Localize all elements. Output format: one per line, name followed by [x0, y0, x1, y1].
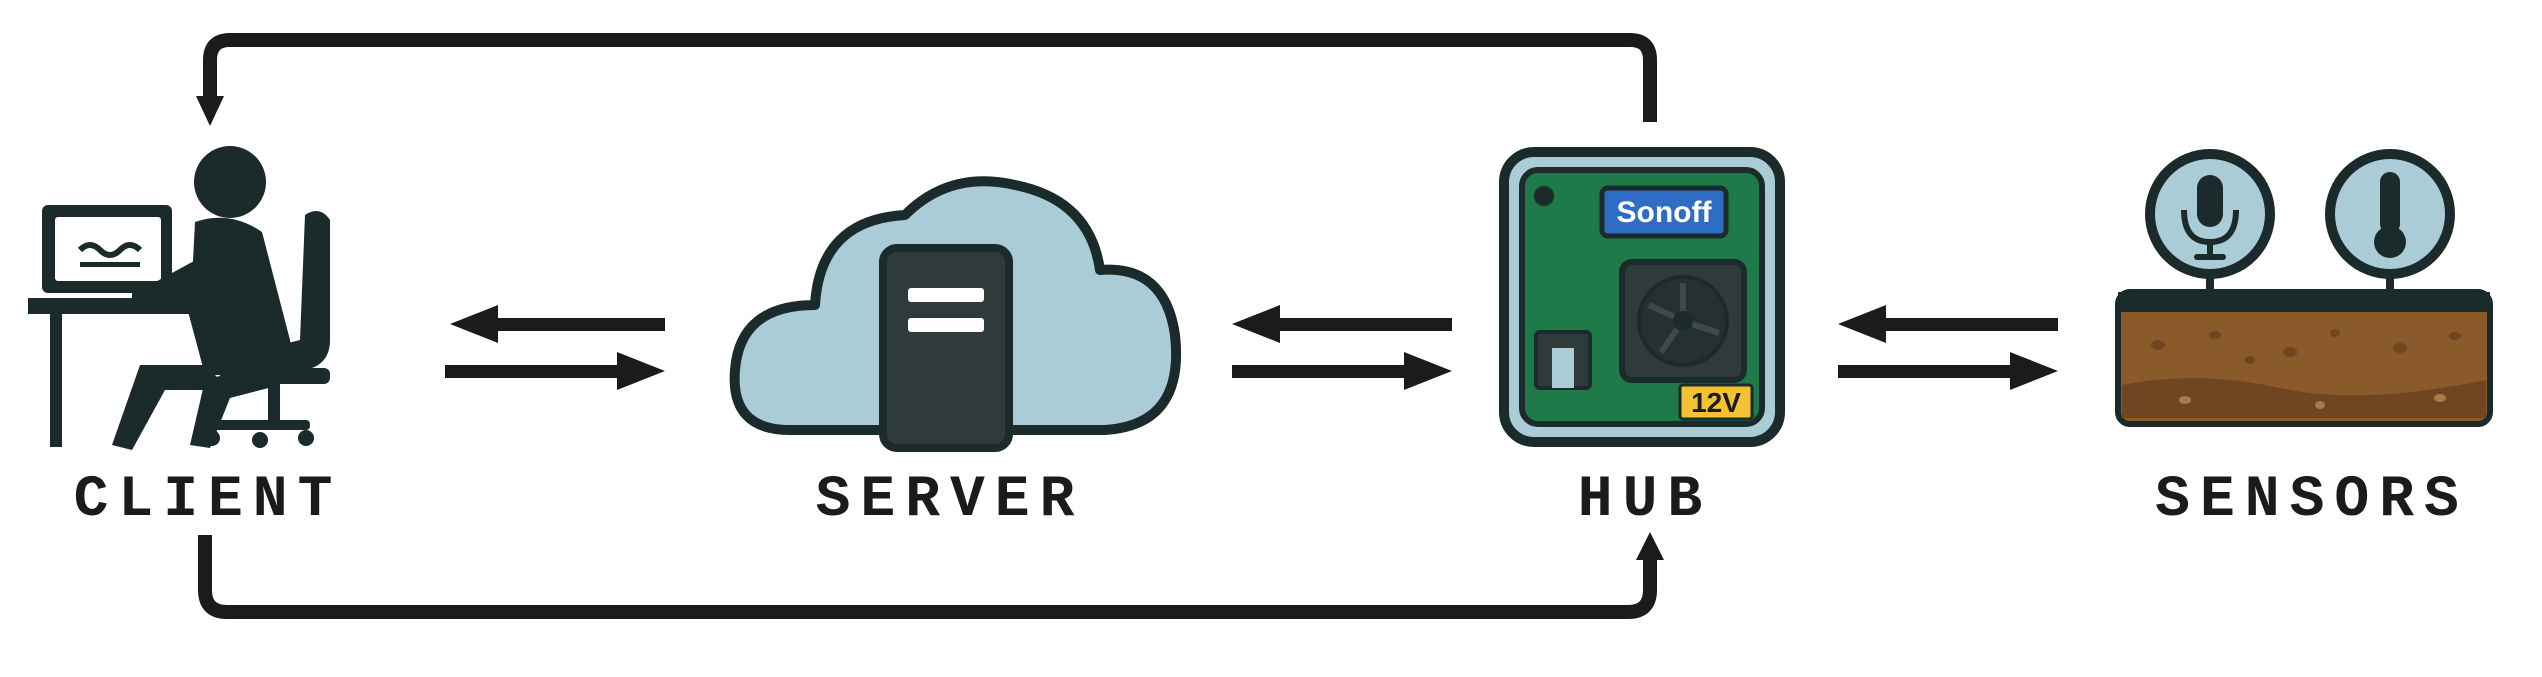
loop-arrow-client-to-hub: [198, 535, 1657, 619]
hub-brand-text: Sonoff: [1617, 196, 1713, 229]
sensors-label: SENSORS: [2155, 468, 2469, 533]
arrows-server-hub: [1232, 305, 1452, 390]
hub-voltage-text: 12V: [1691, 387, 1741, 418]
cloud-server-icon: [729, 176, 1182, 452]
client-label: CLIENT: [73, 468, 343, 533]
arrows-client-server: [445, 305, 665, 390]
loop-arrowhead-hub: [1636, 532, 1664, 560]
soil-sensors-icon: [2115, 149, 2493, 427]
loop-arrow-hub-to-client: [203, 33, 1657, 122]
thermometer-icon: [2374, 172, 2406, 258]
microphone-icon: [2181, 175, 2239, 260]
person-at-computer-icon: [28, 146, 330, 450]
loop-arrowhead-client: [196, 96, 224, 126]
server-label: SERVER: [815, 468, 1085, 533]
hub-label: HUB: [1577, 468, 1713, 533]
arrows-hub-sensors: [1838, 305, 2058, 390]
sonoff-hub-icon: Sonoff 12V: [1499, 147, 1785, 447]
